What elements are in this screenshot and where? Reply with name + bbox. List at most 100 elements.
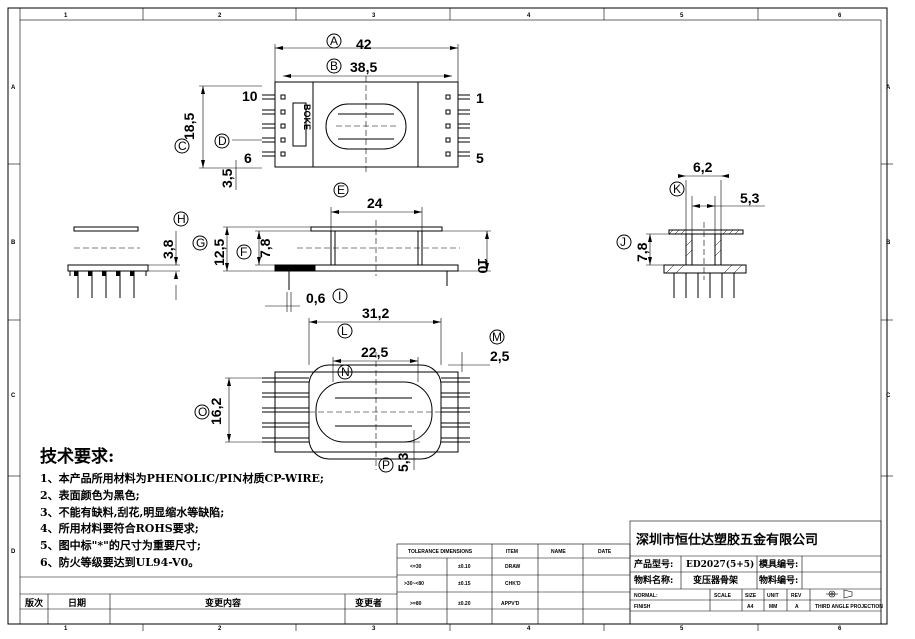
requirement-3: 3、不能有缺料,刮花,明显缩水等缺陷; [40, 505, 224, 519]
callout-k: K [673, 182, 681, 196]
callout-m: M [492, 330, 502, 344]
tol-range-2: >30~<80 [404, 581, 424, 587]
zone-row-b-right: B [886, 240, 891, 246]
callout-e: E [337, 183, 345, 197]
section-arrows [648, 174, 729, 265]
zone-col-5: 5 [680, 13, 684, 19]
zone-row-a-right: A [886, 85, 891, 91]
top-view-arrows [201, 46, 458, 168]
sign-header-date: DATE [598, 549, 612, 555]
dim-e-value: 24 [367, 195, 383, 211]
dim-j-value: 7,8 [634, 242, 650, 262]
left-side-view [67, 226, 180, 300]
top-view [199, 44, 470, 190]
tol-value-1: ±0.10 [458, 564, 471, 570]
section-view [646, 175, 765, 298]
rev-header-version: 版次 [24, 597, 43, 609]
product-name: 变压器骨架 [693, 574, 738, 586]
dim-o-value: 16,2 [208, 398, 224, 425]
requirement-6: 6、防火等级要达到UL94-V0。 [40, 555, 199, 569]
zone-col-6-bottom: 6 [838, 626, 842, 632]
size-label: SIZE [745, 593, 757, 599]
tol-range-1: <=30 [410, 564, 422, 570]
rev-header-content: 变更内容 [205, 597, 241, 609]
rev-header-author: 变更者 [355, 597, 382, 609]
zone-col-2: 2 [218, 13, 222, 19]
dim-k-value: 6,2 [693, 159, 713, 175]
requirement-4: 4、所用材料要符合ROHS要求; [40, 521, 199, 535]
pin-label-bottom-left: 6 [244, 150, 252, 166]
size-value: A4 [747, 604, 754, 610]
callout-i: I [338, 289, 341, 303]
bottom-view-arrows [227, 320, 441, 442]
product-no: ED2027(5+5) [686, 559, 754, 570]
finish-label: FINISH [634, 604, 651, 610]
zone-col-3: 3 [372, 13, 376, 19]
callout-p: P [382, 458, 390, 472]
zone-markers-top [8, 8, 893, 631]
front-view [223, 207, 491, 312]
zone-col-6: 6 [838, 13, 842, 19]
callout-c: C [178, 139, 187, 153]
tol-value-3: ±0.20 [458, 601, 471, 607]
dim-b-value: 38,5 [350, 59, 377, 75]
callout-h: H [177, 212, 186, 226]
pin-label-bottom-right: 5 [476, 150, 484, 166]
tolerance-header: TOLERANCE DIMENSIONS [408, 549, 473, 555]
zone-col-5-bottom: 5 [680, 626, 684, 632]
dim-g-value: 12,5 [211, 239, 227, 266]
callout-g: G [196, 236, 205, 250]
product-no-label: 产品型号: [634, 558, 673, 570]
product-name-label: 物料名称: [634, 574, 673, 586]
sign-header-name: NAME [551, 549, 566, 555]
rev-value: A [795, 604, 799, 610]
mold-label: 模具编号: [759, 558, 798, 570]
projection-symbol [826, 589, 853, 599]
dim-p-value: 5,3 [395, 452, 411, 472]
pin-label-top-left: 10 [242, 88, 258, 104]
bottom-view [225, 318, 490, 470]
zone-row-c: C [11, 393, 16, 399]
sign-row-approve: APPV'D [501, 601, 520, 607]
tol-value-2: ±0.15 [458, 581, 471, 587]
unit-value: MM [769, 604, 777, 610]
sign-row-check: CHK'D [505, 581, 521, 587]
callout-b: B [330, 59, 338, 73]
brand-mark: BOKE [302, 104, 312, 130]
zone-col-3-bottom: 3 [372, 626, 376, 632]
zone-col-1: 1 [64, 13, 68, 19]
dim-pin-spacing-value: 10 [475, 258, 491, 274]
dim-h-value: 3,8 [160, 239, 176, 259]
scale-label: SCALE [714, 593, 732, 599]
zone-col-4: 4 [527, 13, 531, 19]
dim-f-value: 7,8 [257, 238, 273, 258]
unit-label: UNIT [767, 593, 779, 599]
callout-j: J [620, 235, 626, 249]
requirement-1: 1、本产品所用材料为PHENOLIC/PIN材质CP-WIRE; [40, 471, 324, 485]
callout-a: A [330, 34, 338, 48]
dim-edge-value: 3,5 [219, 168, 235, 188]
dim-a-value: 42 [356, 36, 372, 52]
rev-header-date: 日期 [68, 597, 86, 609]
dim-k2-value: 5,3 [740, 190, 760, 206]
dim-n-value: 22,5 [361, 344, 388, 360]
zone-col-2-bottom: 2 [218, 626, 222, 632]
dim-m-value: 2,5 [490, 348, 510, 364]
callout-l: L [341, 324, 348, 338]
zone-col-4-bottom: 4 [527, 626, 531, 632]
dim-c-value: 18,5 [181, 113, 197, 140]
dim-i-value: 0,6 [306, 290, 326, 306]
tol-range-3: >=80 [410, 601, 422, 607]
callout-o: O [198, 405, 207, 419]
projection-label: THIRD ANGLE PROJECTION [815, 604, 883, 610]
zone-row-c-right: C [886, 393, 891, 399]
zone-row-a: A [11, 85, 16, 91]
zone-row-d: D [11, 549, 16, 555]
rev-label: REV [791, 593, 802, 599]
sign-row-draw: DRAW [505, 564, 521, 570]
pin-label-top-right: 1 [476, 90, 484, 106]
title-block [629, 520, 882, 625]
company-name: 深圳市恒仕达塑胶五金有限公司 [636, 532, 818, 548]
section-hatching [665, 229, 743, 274]
